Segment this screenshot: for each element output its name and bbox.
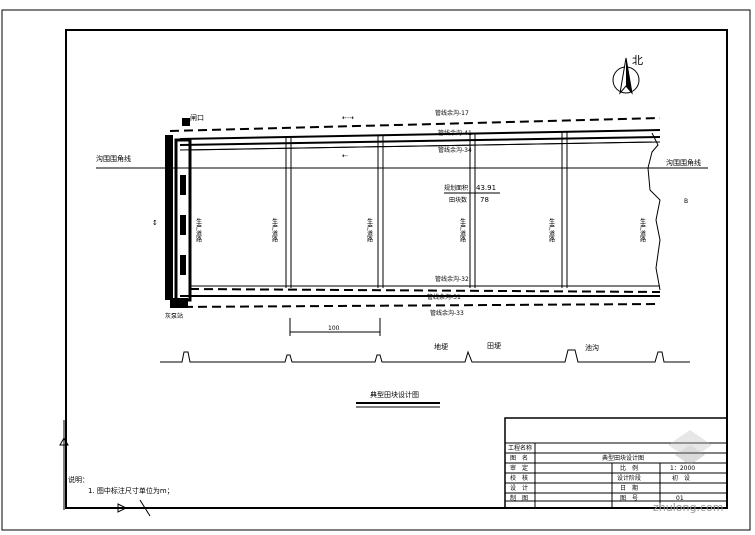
notes-item-1: 1. 图中标注尺寸单位为m； — [88, 486, 174, 495]
watermark-logo-icon — [668, 430, 712, 465]
canal-label-right: 沟围围角线 — [666, 158, 701, 167]
lower-ditch-label-1: 管线余沟-32 — [435, 275, 469, 283]
field-column-labels: 生产道路 生产道路 生产道路 生产道路 生产道路 生产道路 — [195, 217, 646, 243]
tb-draw-label: 制 图 — [510, 494, 528, 502]
north-arrow-icon — [612, 57, 640, 95]
tb-stage-value: 初 设 — [672, 474, 690, 482]
tb-drawing-title-label: 图 名 — [510, 454, 528, 462]
tb-stage-label: 设计阶段 — [617, 474, 641, 482]
tb-number-label: 图 号 — [620, 495, 638, 502]
watermark-site: zhulong.com — [653, 501, 723, 514]
center-area-value: 43.91 — [476, 184, 496, 192]
corner-label: 灰泵站 — [165, 312, 183, 320]
tb-review-label: 审 定 — [510, 464, 528, 472]
svg-text:生产道路: 生产道路 — [366, 217, 373, 243]
svg-text:生产道路: 生产道路 — [195, 217, 202, 243]
tb-drawing-title-value: 典型田块设计图 — [602, 454, 644, 462]
upper-ditch-label-2: 管线余沟-34 — [438, 146, 472, 154]
title-block — [504, 417, 728, 509]
tb-scale-value: 1：2000 — [670, 465, 695, 472]
svg-text:生产道路: 生产道路 — [459, 217, 466, 243]
sheet-border — [1, 9, 751, 531]
notes-heading: 说明： — [68, 475, 89, 484]
dimension-line — [289, 318, 381, 336]
bottom-road-label: 管线余沟-33 — [430, 309, 464, 317]
svg-text:生产道路: 生产道路 — [271, 217, 278, 243]
top-road-line — [169, 117, 661, 132]
north-label: 北 — [632, 54, 643, 67]
svg-text:生产道路: 生产道路 — [548, 217, 555, 243]
upper-ditch-label-1: 管线余沟-41 — [438, 129, 472, 137]
bottom-road-line — [169, 303, 661, 308]
frame-border — [65, 29, 728, 509]
center-area-label: 规划面积 — [444, 184, 468, 192]
upper-arrow-label: ⇠ — [342, 152, 348, 160]
gate-label: 闸口 — [190, 114, 204, 122]
ditch-label: 池沟 — [585, 343, 599, 352]
top-arrow-label: ⇠⇢ — [342, 114, 354, 122]
section-profile — [160, 349, 690, 363]
tb-scale-label: 比 例 — [620, 464, 638, 472]
left-structure — [165, 118, 192, 308]
field-columns — [285, 132, 568, 288]
left-arrow-label: ↕ — [152, 219, 158, 227]
right-mark: B — [684, 198, 688, 205]
field-top-line — [189, 141, 653, 151]
upper-ditch-line-2 — [179, 136, 661, 146]
field-right-edge — [647, 132, 661, 291]
left-marker-icon — [59, 420, 69, 510]
tb-design-label: 设 计 — [510, 484, 528, 492]
main-title: 典型田块设计图 — [370, 390, 419, 399]
svg-text:生产道路: 生产道路 — [639, 217, 646, 243]
tb-number-value: 01 — [676, 495, 684, 502]
dimension-label: 100 — [328, 325, 340, 332]
lower-ditch-line-1 — [189, 288, 661, 293]
bottom-marker-icon — [110, 499, 155, 517]
field-label: 田埂 — [487, 341, 501, 350]
tb-check-label: 校 核 — [510, 474, 528, 482]
canal-label-left: 沟围围角线 — [96, 154, 131, 163]
tb-date-label: 日 期 — [620, 484, 638, 492]
upper-ditch-line-1 — [179, 129, 661, 140]
ridge-label: 地埂 — [434, 342, 448, 351]
tb-project-name-label: 工程名称 — [508, 444, 532, 452]
lower-ditch-label-2: 管线余沟-31 — [427, 293, 461, 301]
top-road-label: 管线余沟-17 — [435, 109, 469, 117]
center-count-value: 78 — [480, 196, 489, 204]
center-count-label: 田块数 — [449, 196, 467, 204]
